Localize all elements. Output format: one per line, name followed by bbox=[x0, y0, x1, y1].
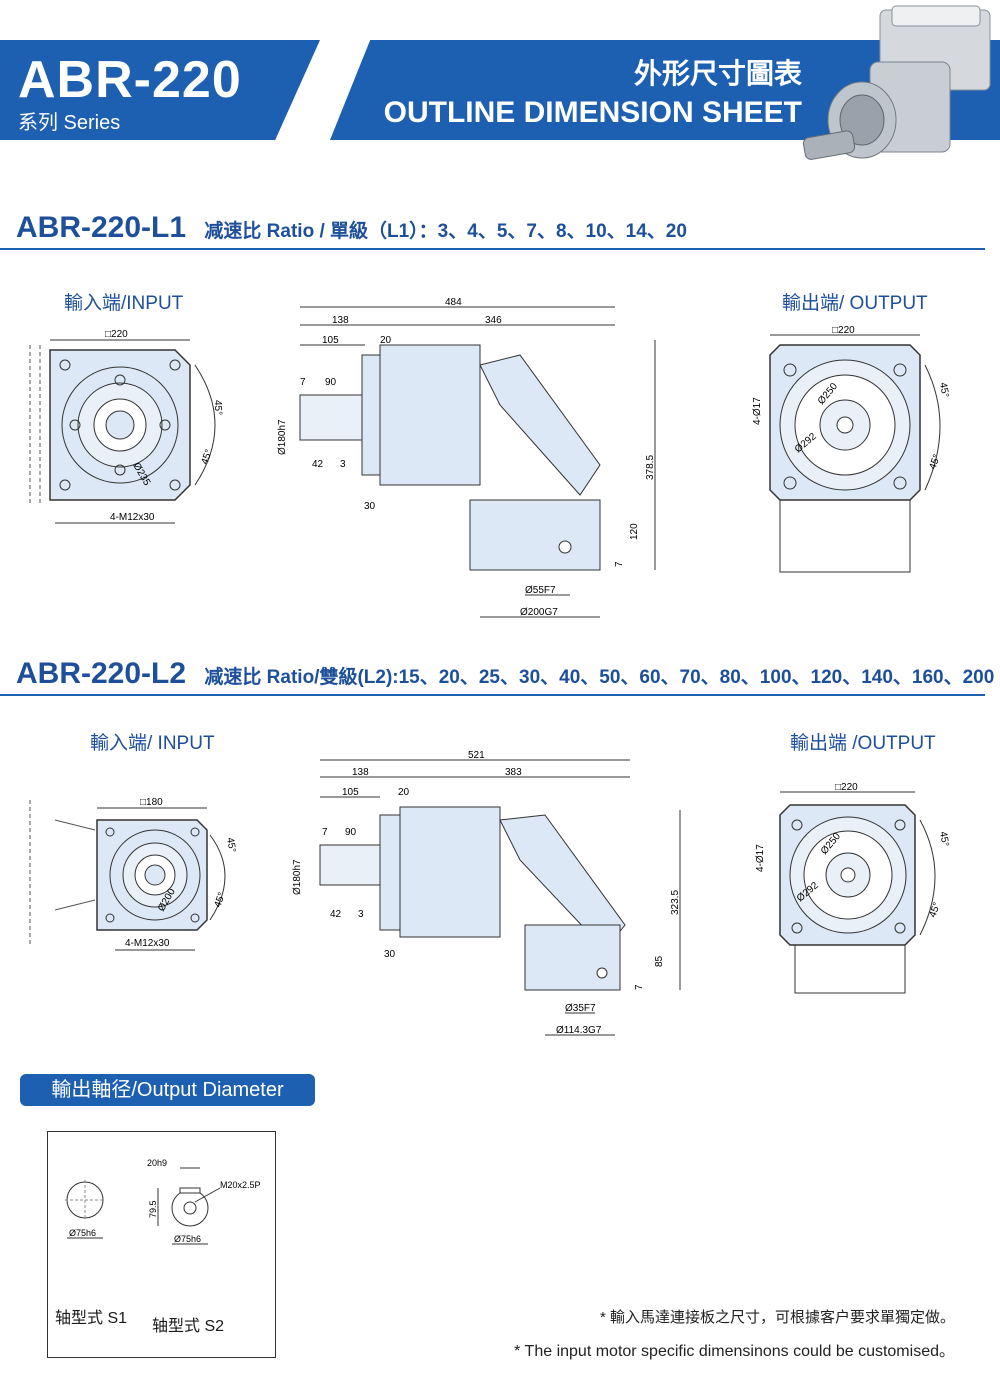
svg-text:Ø114.3G7: Ø114.3G7 bbox=[556, 1025, 602, 1036]
svg-text:45°: 45° bbox=[927, 453, 943, 471]
l1-input-bolt: 4-M12x30 bbox=[110, 512, 155, 523]
svg-text:45°: 45° bbox=[212, 400, 223, 415]
svg-text:Ø55F7: Ø55F7 bbox=[525, 585, 556, 596]
svg-text:323.5: 323.5 bbox=[670, 890, 681, 915]
note-zh: * 輸入馬達連接板之尺寸，可根據客户要求單獨定做。 bbox=[599, 1309, 955, 1326]
svg-text:4-Ø17: 4-Ø17 bbox=[752, 397, 763, 425]
svg-text:105: 105 bbox=[342, 787, 359, 798]
output-diameter-box bbox=[47, 1131, 276, 1358]
l1-output-view-drawing: □220 4-Ø17 Ø250 Ø292 45° 45° bbox=[752, 325, 951, 573]
svg-text:Ø35F7: Ø35F7 bbox=[565, 1003, 596, 1014]
l2-ratio: 减速比 Ratio/雙級(L2):15、20、25、30、40、50、60、70… bbox=[204, 667, 995, 688]
svg-text:7: 7 bbox=[634, 984, 645, 990]
svg-text:Ø180h7: Ø180h7 bbox=[277, 419, 288, 455]
svg-text:45°: 45° bbox=[927, 901, 943, 919]
l2-input-caption: 輸入端/ INPUT bbox=[90, 733, 215, 754]
s1-label: 轴型式 S1 bbox=[55, 1310, 128, 1327]
model-title: ABR-220 bbox=[18, 51, 242, 109]
svg-text:30: 30 bbox=[364, 501, 376, 512]
s2-key: 20h9 bbox=[147, 1158, 167, 1168]
l2-output-view-drawing: □220 4-Ø17 Ø250 Ø292 45° 45° bbox=[755, 782, 951, 994]
note-en: * The input motor specific dimensinons c… bbox=[514, 1343, 955, 1360]
svg-text:90: 90 bbox=[345, 827, 357, 838]
l2-output-caption: 輸出端 /OUTPUT bbox=[790, 733, 936, 754]
svg-text:120: 120 bbox=[629, 523, 640, 540]
l2-input-bolt: 4-M12x30 bbox=[125, 938, 170, 949]
l1-input-square: □220 bbox=[105, 329, 128, 340]
svg-text:45°: 45° bbox=[224, 837, 237, 854]
l2-title: ABR-220-L2 减速比 Ratio/雙級(L2):15、20、25、30、… bbox=[16, 657, 995, 690]
l1-output-square: □220 bbox=[832, 325, 855, 336]
s2-height: 79.5 bbox=[148, 1200, 158, 1218]
svg-text:7: 7 bbox=[322, 827, 328, 838]
svg-text:346: 346 bbox=[485, 315, 502, 326]
gearbox-product-image bbox=[802, 5, 991, 160]
l1-divider bbox=[0, 248, 985, 250]
l2-output-square: □220 bbox=[835, 782, 858, 793]
output-shaft-drawings: Ø75h6 20h9 79.5 M20x2.5P Ø75h6 bbox=[65, 1158, 261, 1245]
svg-text:4-Ø17: 4-Ø17 bbox=[755, 844, 766, 872]
series-label: 系列 Series bbox=[18, 112, 121, 134]
l2-side-view-drawing: 521 138 383 105 20 7 90 42 3 30 Ø180h7 3… bbox=[292, 750, 681, 1036]
svg-text:138: 138 bbox=[332, 315, 349, 326]
svg-text:45°: 45° bbox=[199, 448, 215, 466]
svg-text:3: 3 bbox=[340, 459, 346, 470]
svg-text:20: 20 bbox=[380, 335, 392, 346]
svg-text:30: 30 bbox=[384, 949, 396, 960]
svg-text:42: 42 bbox=[312, 459, 324, 470]
l1-output-caption: 輸出端/ OUTPUT bbox=[782, 293, 928, 314]
l1-input-caption: 輸入端/INPUT bbox=[64, 293, 184, 314]
l1-input-view-drawing: □220 45° 45° Ø235 4-M12x30 bbox=[29, 329, 223, 524]
s2-thread: M20x2.5P bbox=[220, 1180, 261, 1190]
svg-text:7: 7 bbox=[300, 377, 306, 388]
svg-text:85: 85 bbox=[654, 955, 665, 967]
svg-text:7: 7 bbox=[614, 561, 625, 567]
output-diameter-badge: 輸出軸径/Output Diameter bbox=[20, 1074, 315, 1106]
l2-divider bbox=[0, 694, 985, 696]
svg-text:Ø200G7: Ø200G7 bbox=[520, 607, 558, 618]
svg-text:378.5: 378.5 bbox=[645, 455, 656, 480]
sheet-title-zh: 外形尺寸圖表 bbox=[633, 58, 802, 89]
svg-text:45°: 45° bbox=[212, 891, 228, 909]
svg-text:20: 20 bbox=[398, 787, 410, 798]
s2-diameter: Ø75h6 bbox=[174, 1234, 201, 1244]
svg-text:383: 383 bbox=[505, 767, 522, 778]
svg-text:45°: 45° bbox=[937, 382, 950, 399]
svg-text:45°: 45° bbox=[937, 831, 950, 848]
header-banner-left bbox=[0, 40, 320, 140]
l1-title: ABR-220-L1 减速比 Ratio / 單級（L1）：3、4、5、7、8、… bbox=[16, 211, 687, 244]
svg-text:105: 105 bbox=[322, 335, 339, 346]
svg-text:138: 138 bbox=[352, 767, 369, 778]
svg-text:Ø180h7: Ø180h7 bbox=[292, 859, 303, 895]
s2-label: 轴型式 S2 bbox=[152, 1318, 225, 1335]
s1-diameter: Ø75h6 bbox=[69, 1228, 96, 1238]
l2-input-view-drawing: □180 45° 45° Ø200 4-M12x30 bbox=[29, 797, 238, 951]
svg-text:90: 90 bbox=[325, 377, 337, 388]
l1-side-view-drawing: 484 138 346 105 20 7 90 42 3 30 Ø180h7 3… bbox=[277, 297, 656, 618]
svg-text:521: 521 bbox=[468, 750, 485, 761]
l1-ratio: 减速比 Ratio / 單級（L1）：3、4、5、7、8、10、14、20 bbox=[204, 221, 687, 242]
svg-text:3: 3 bbox=[358, 909, 364, 920]
svg-text:42: 42 bbox=[330, 909, 342, 920]
sheet-title-en: OUTLINE DIMENSION SHEET bbox=[383, 96, 802, 129]
l2-input-square: □180 bbox=[140, 797, 163, 808]
svg-text:484: 484 bbox=[445, 297, 462, 308]
